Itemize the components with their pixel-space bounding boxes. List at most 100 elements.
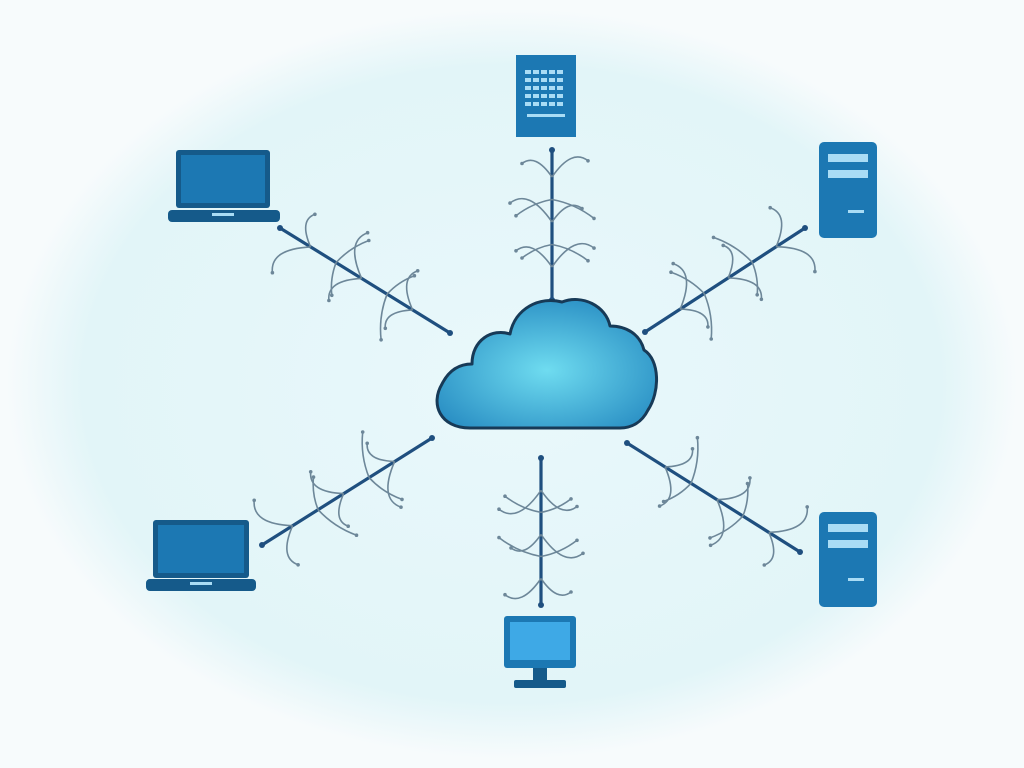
link-endpoint — [538, 455, 544, 461]
link-top-right — [642, 205, 817, 341]
link-branch-node — [367, 238, 371, 243]
link-branch-node — [695, 435, 700, 440]
link-branch — [328, 277, 362, 301]
link-endpoint — [429, 435, 435, 441]
link-branch-node — [575, 504, 579, 509]
link-branch — [769, 206, 783, 248]
link-branch-node — [762, 563, 767, 567]
link-branch-node — [365, 230, 370, 235]
link-branch — [309, 471, 344, 495]
link-branch — [312, 477, 319, 510]
link-endpoint — [549, 147, 555, 153]
link-branch — [384, 309, 413, 329]
link-branch-node — [400, 497, 404, 502]
link-endpoint — [797, 549, 803, 555]
link-branch — [521, 159, 553, 178]
link-branch — [317, 509, 357, 536]
link-branch — [690, 437, 699, 484]
link-branch-node — [711, 235, 716, 240]
link-branch-node — [365, 441, 370, 446]
link-branch — [768, 506, 809, 534]
link-branch — [540, 489, 578, 512]
link-branch-node — [586, 258, 590, 263]
link-branch-node — [581, 551, 585, 556]
cloud-icon — [435, 298, 659, 430]
link-branch — [368, 477, 403, 501]
link-branch-node — [706, 325, 710, 329]
link-branch — [498, 489, 542, 515]
link-branch — [728, 277, 763, 300]
link-branch-node — [330, 293, 334, 298]
link-branch-node — [346, 524, 351, 528]
link-branch — [353, 231, 368, 279]
link-branch — [271, 246, 311, 273]
link-branch-node — [296, 563, 300, 567]
link-endpoint — [447, 330, 453, 336]
link-branch — [253, 500, 293, 527]
link-branch — [551, 156, 589, 178]
link-branch — [540, 533, 584, 559]
link-branch-node — [520, 161, 524, 166]
link-branch — [509, 197, 553, 223]
link-branch — [551, 204, 583, 223]
link-branch — [703, 293, 713, 340]
connection-links — [252, 147, 817, 608]
link-branch-node — [745, 481, 750, 486]
server-tower-icon — [819, 142, 877, 238]
link-branch-node — [509, 546, 513, 550]
link-branch-node — [708, 536, 712, 540]
link-endpoint — [802, 225, 808, 231]
link-branch — [366, 443, 395, 463]
link-top — [508, 147, 596, 303]
link-branch — [286, 525, 299, 566]
link-endpoint — [277, 225, 283, 231]
link-branch — [751, 261, 759, 295]
link-branch-node — [327, 298, 331, 303]
link-branch-node — [311, 475, 316, 479]
link-branch — [338, 493, 349, 527]
link-branch — [763, 532, 775, 566]
link-branch-node — [503, 592, 507, 597]
building-icon — [516, 55, 576, 137]
laptop-icon — [146, 520, 256, 591]
link-top-left — [270, 212, 453, 342]
link-branch-node — [270, 270, 275, 275]
link-branch-node — [354, 533, 359, 537]
link-branch-node — [708, 543, 713, 548]
link-branch — [680, 308, 709, 327]
link-branch-node — [759, 297, 764, 302]
link-branch — [713, 236, 753, 263]
link-branch — [405, 270, 419, 311]
link-branch-node — [399, 505, 403, 510]
link-branch-node — [569, 497, 573, 501]
link-branch — [663, 482, 692, 503]
link-branch-node — [520, 256, 524, 260]
link-branch — [670, 271, 705, 295]
link-branch — [379, 293, 388, 340]
link-branch — [540, 539, 578, 558]
link-branch-node — [709, 337, 713, 341]
link-branch — [304, 213, 316, 248]
link-branch-node — [586, 159, 590, 163]
link-branch-node — [669, 270, 673, 275]
link-branch — [330, 262, 337, 296]
link-trunk — [260, 436, 434, 547]
link-branch-node — [497, 507, 501, 512]
link-branch-node — [805, 505, 809, 509]
link-branch — [504, 578, 542, 600]
link-branch — [551, 243, 589, 262]
link-branch — [710, 499, 725, 547]
link-branch — [665, 448, 694, 468]
link-branch-node — [813, 269, 817, 274]
laptop-icon — [168, 150, 280, 222]
link-branch-node — [768, 205, 772, 210]
link-branch — [742, 483, 749, 517]
link-endpoint — [259, 542, 265, 548]
link-branch-node — [379, 338, 383, 342]
link-branch-node — [503, 494, 507, 499]
link-branch — [515, 198, 553, 217]
link-bottom-right — [624, 435, 809, 567]
link-branch-node — [514, 249, 518, 253]
